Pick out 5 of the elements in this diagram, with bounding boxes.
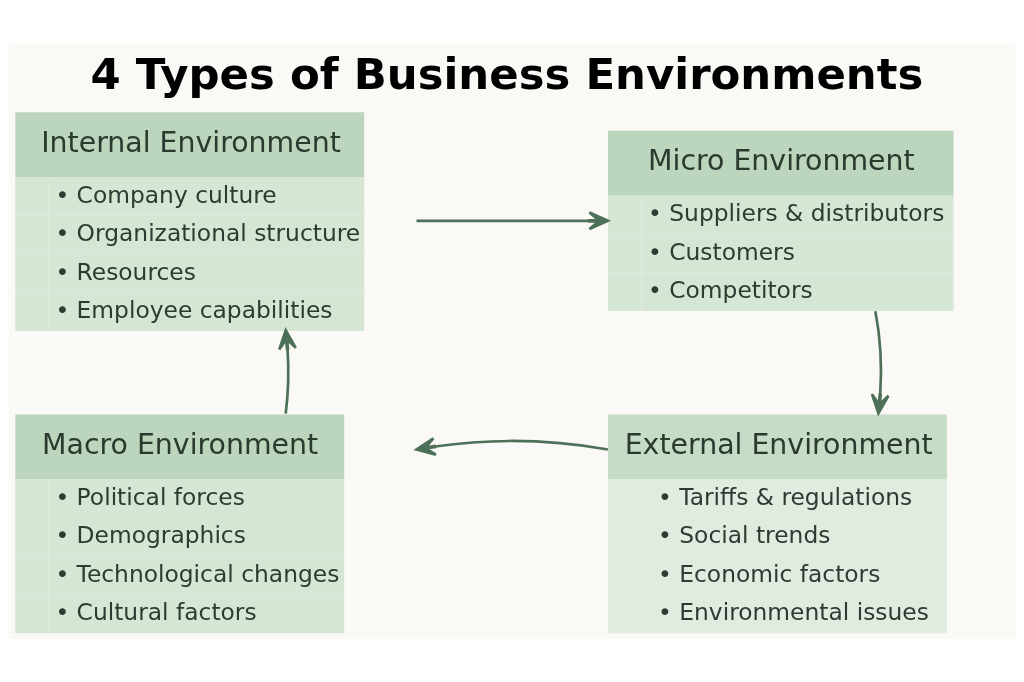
arrow bbox=[416, 211, 610, 231]
diagram-title: 4 Types of Business Environments bbox=[90, 49, 924, 100]
arrow bbox=[870, 311, 890, 415]
arrow bbox=[277, 329, 298, 414]
arrow bbox=[415, 437, 609, 457]
